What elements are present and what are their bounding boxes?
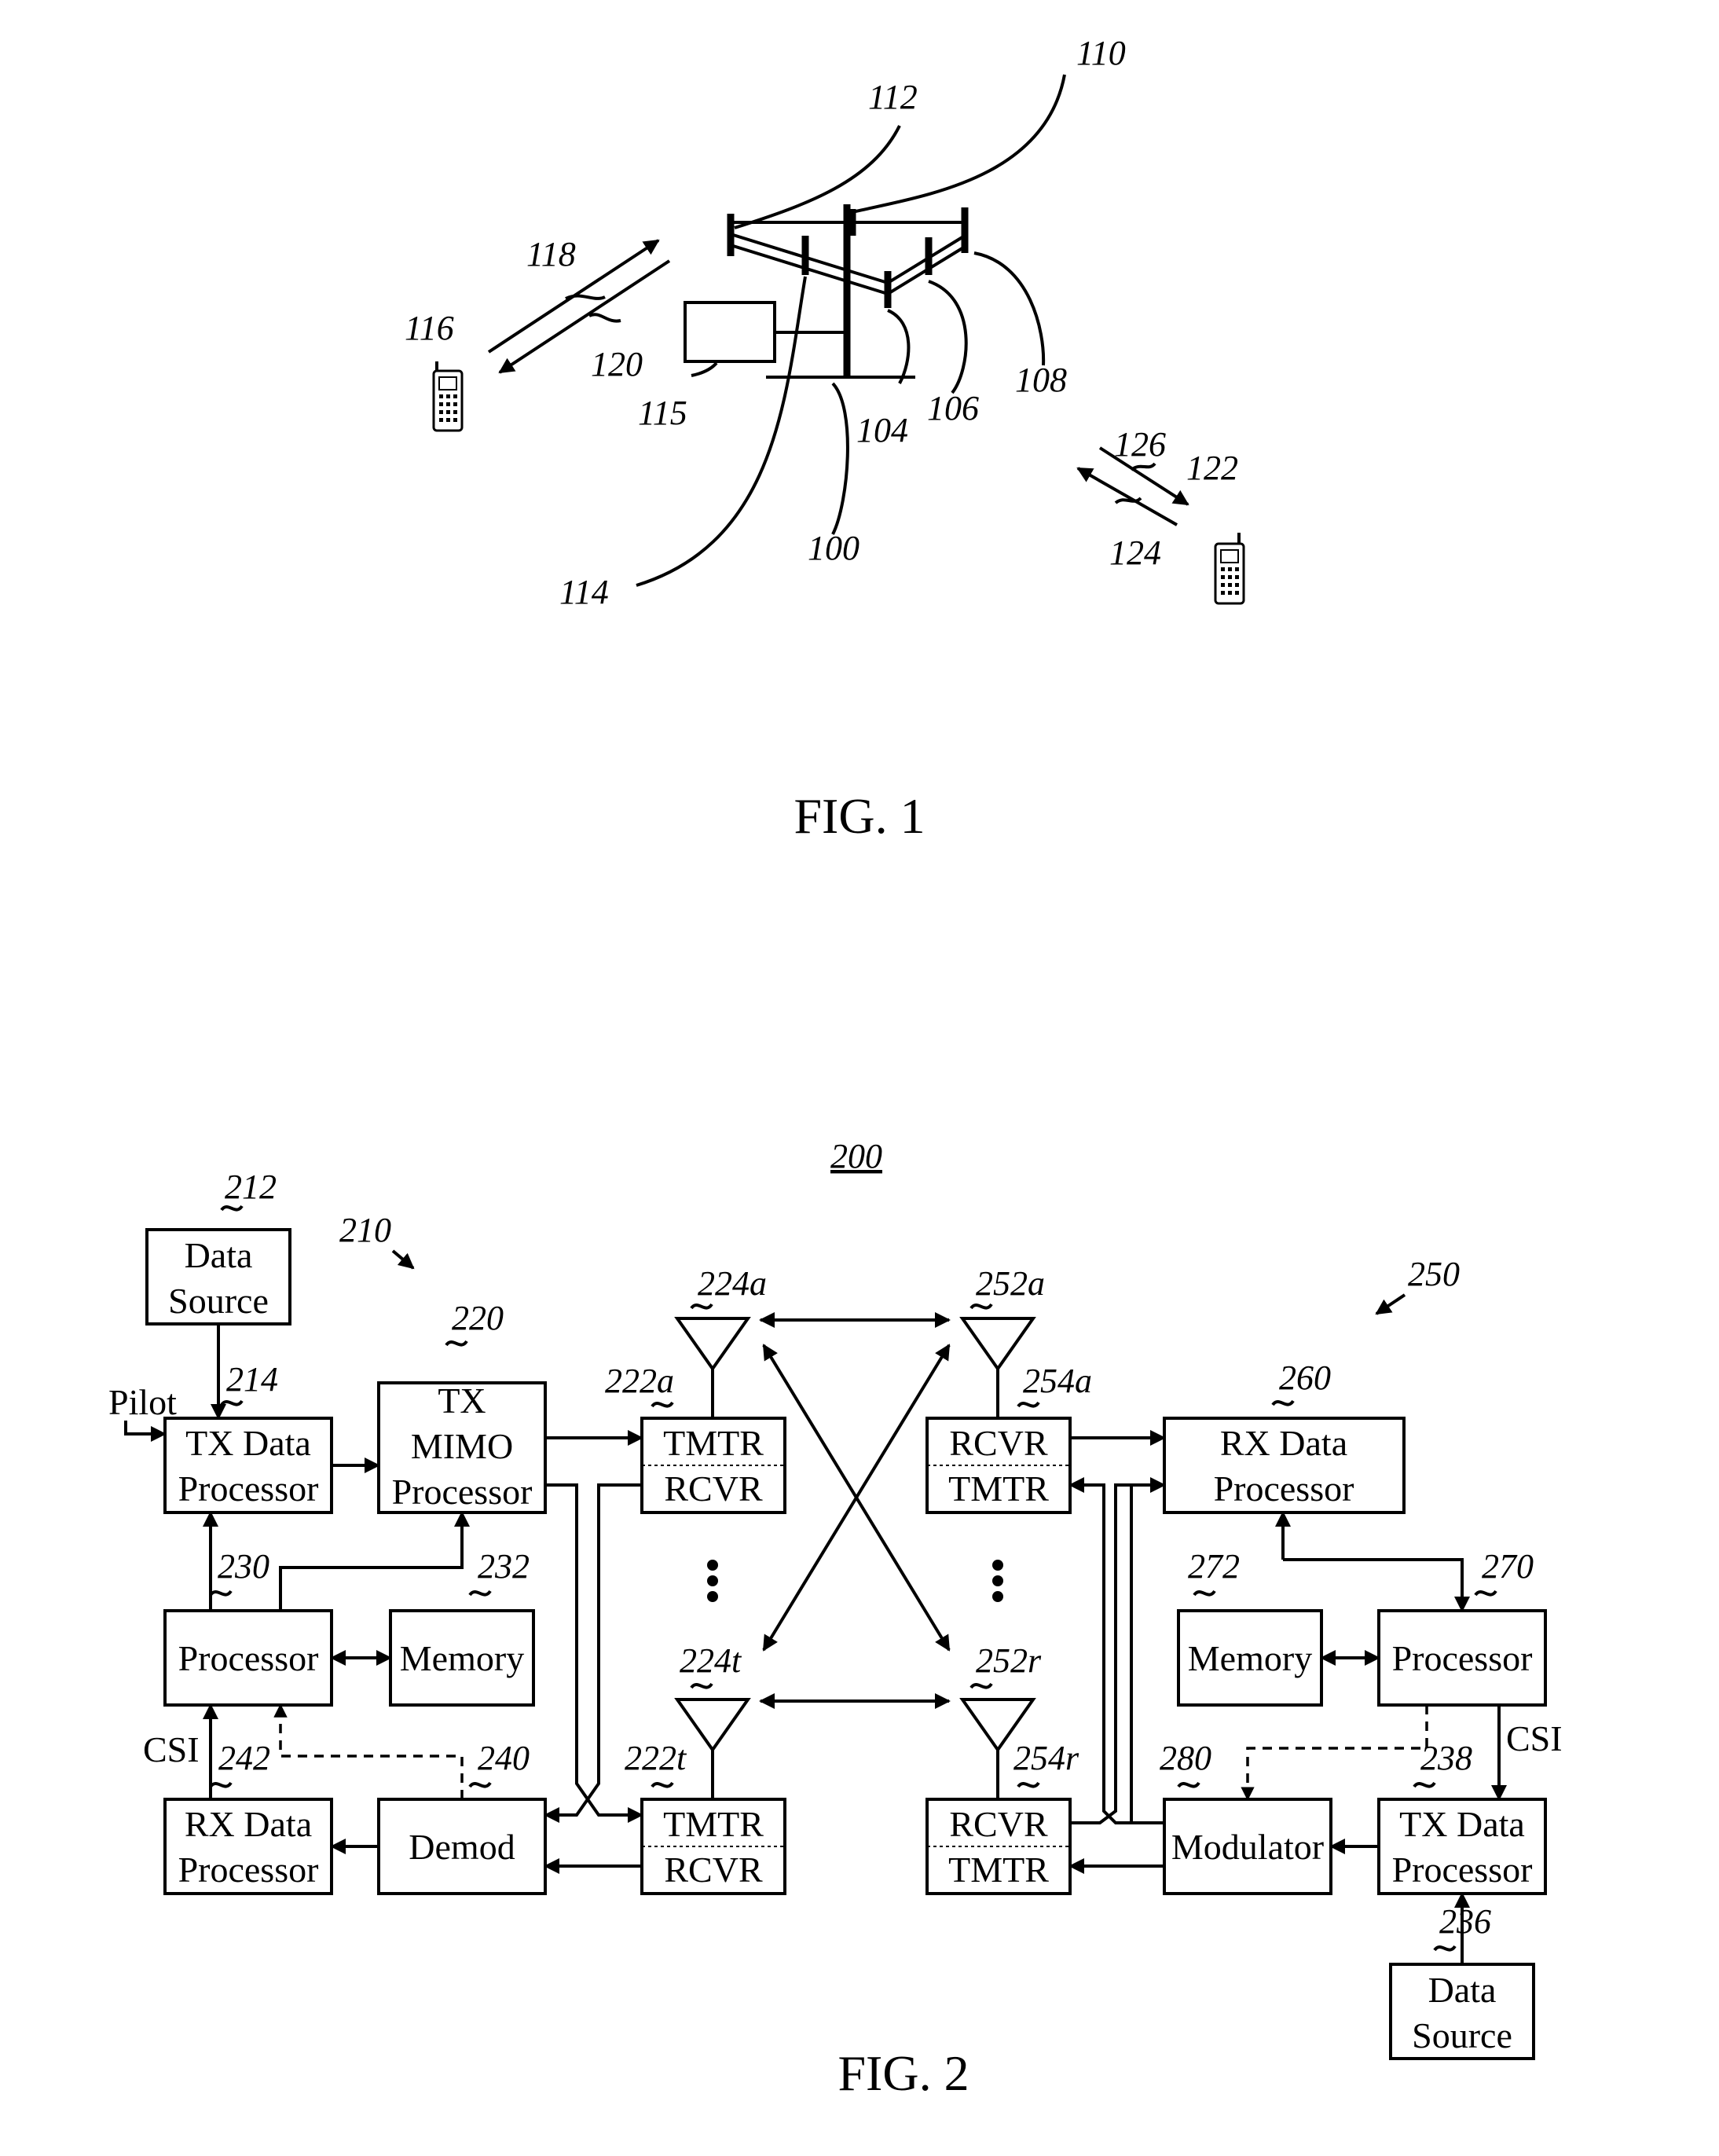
- ref-236: 236: [1439, 1902, 1491, 1941]
- ref-250: 250: [1408, 1255, 1460, 1293]
- pilot-label: Pilot: [108, 1382, 177, 1422]
- data-source-212-line1: Data: [185, 1235, 253, 1275]
- csi-label-tx: CSI: [143, 1729, 200, 1769]
- ref-212: 212: [225, 1168, 277, 1206]
- ref-232: 232: [478, 1547, 530, 1586]
- fig2: 200 Data Source TX Data Processor TX MIM…: [108, 1137, 1563, 2101]
- access-terminal-116-icon: [434, 361, 462, 431]
- processor-box-115: [685, 302, 775, 361]
- memory-232-label: Memory: [400, 1638, 524, 1678]
- rx-data-242-line1: RX Data: [185, 1804, 312, 1844]
- tmtr-254a: TMTR: [948, 1468, 1049, 1509]
- ref-238: 238: [1420, 1739, 1472, 1777]
- ref-214: 214: [226, 1360, 278, 1399]
- ref-120: 120: [591, 345, 643, 383]
- tmtr-222t: TMTR: [663, 1804, 764, 1844]
- ref-220: 220: [452, 1299, 504, 1337]
- ref-222t: 222t: [625, 1739, 687, 1777]
- ref-100: 100: [808, 529, 860, 567]
- access-terminal-122-icon: [1215, 533, 1244, 603]
- fig2-caption: FIG. 2: [838, 2045, 969, 2101]
- tx-mimo-line1: TX: [438, 1380, 486, 1421]
- ref-222a: 222a: [605, 1362, 674, 1400]
- fig1-caption: FIG. 1: [794, 788, 925, 844]
- ref-104: 104: [856, 411, 908, 449]
- data-source-212-line2: Source: [168, 1281, 269, 1321]
- fig1: 110 112 118 116 120 115 104 106 108 126 …: [405, 34, 1244, 844]
- processor-270-label: Processor: [1392, 1638, 1533, 1678]
- ref-200: 200: [830, 1137, 882, 1175]
- ref-272: 272: [1188, 1547, 1240, 1586]
- tx-data-214-line2: Processor: [178, 1468, 319, 1509]
- ref-106: 106: [927, 389, 979, 427]
- data-source-236-line2: Source: [1412, 2015, 1512, 2055]
- rcvr-222a: RCVR: [664, 1468, 763, 1509]
- processor-230-label: Processor: [178, 1638, 319, 1678]
- tx-mimo-line3: Processor: [392, 1472, 533, 1512]
- ref-254a: 254a: [1023, 1362, 1092, 1400]
- ref-116: 116: [405, 309, 454, 347]
- ref-122: 122: [1186, 449, 1238, 487]
- modulator-280-label: Modulator: [1171, 1827, 1324, 1867]
- rx-data-260-line1: RX Data: [1220, 1423, 1347, 1463]
- ref-230: 230: [218, 1547, 269, 1586]
- ref-126: 126: [1114, 425, 1166, 464]
- ref-224t: 224t: [680, 1641, 742, 1680]
- tx-data-238-line2: Processor: [1392, 1850, 1533, 1890]
- ref-108: 108: [1015, 361, 1067, 399]
- ref-254r: 254r: [1013, 1739, 1079, 1777]
- tmtr-254r: TMTR: [948, 1850, 1049, 1890]
- ref-280: 280: [1160, 1739, 1211, 1777]
- ref-210: 210: [339, 1211, 391, 1249]
- rx-data-260-line2: Processor: [1214, 1468, 1354, 1509]
- ref-260: 260: [1279, 1358, 1331, 1397]
- ref-270: 270: [1482, 1547, 1534, 1586]
- ref-252r: 252r: [976, 1641, 1042, 1680]
- ref-242: 242: [218, 1739, 270, 1777]
- tmtr-222a: TMTR: [663, 1423, 764, 1463]
- rcvr-254r: RCVR: [949, 1804, 1048, 1844]
- ref-110: 110: [1076, 34, 1126, 72]
- rcvr-222t: RCVR: [664, 1850, 763, 1890]
- csi-label-rx: CSI: [1506, 1718, 1563, 1758]
- reverse-link-arrow-120: [500, 261, 669, 372]
- ellipsis-receivers-icon: [992, 1560, 1003, 1602]
- ellipsis-transmitters-icon: [707, 1560, 718, 1602]
- base-station-antenna-array: [685, 204, 965, 377]
- rcvr-254a: RCVR: [949, 1423, 1048, 1463]
- reverse-link-arrow-124: [1078, 468, 1177, 525]
- ref-118: 118: [526, 235, 576, 273]
- antenna-224a-icon: [677, 1318, 748, 1418]
- tx-data-238-line1: TX Data: [1399, 1804, 1525, 1844]
- ref-252a: 252a: [976, 1264, 1045, 1303]
- antenna-224t-icon: [677, 1700, 748, 1799]
- ref-240: 240: [478, 1739, 530, 1777]
- ref-124: 124: [1109, 534, 1161, 572]
- memory-272-label: Memory: [1188, 1638, 1312, 1678]
- ref-224a: 224a: [698, 1264, 767, 1303]
- ref-112: 112: [868, 78, 918, 116]
- rx-data-242-line2: Processor: [178, 1850, 319, 1890]
- ref-114: 114: [559, 573, 609, 611]
- ref-115: 115: [638, 394, 687, 432]
- tx-data-214-line1: TX Data: [185, 1423, 311, 1463]
- tx-mimo-line2: MIMO: [411, 1426, 513, 1466]
- demod-240-label: Demod: [409, 1827, 515, 1867]
- data-source-236-line1: Data: [1428, 1970, 1497, 2010]
